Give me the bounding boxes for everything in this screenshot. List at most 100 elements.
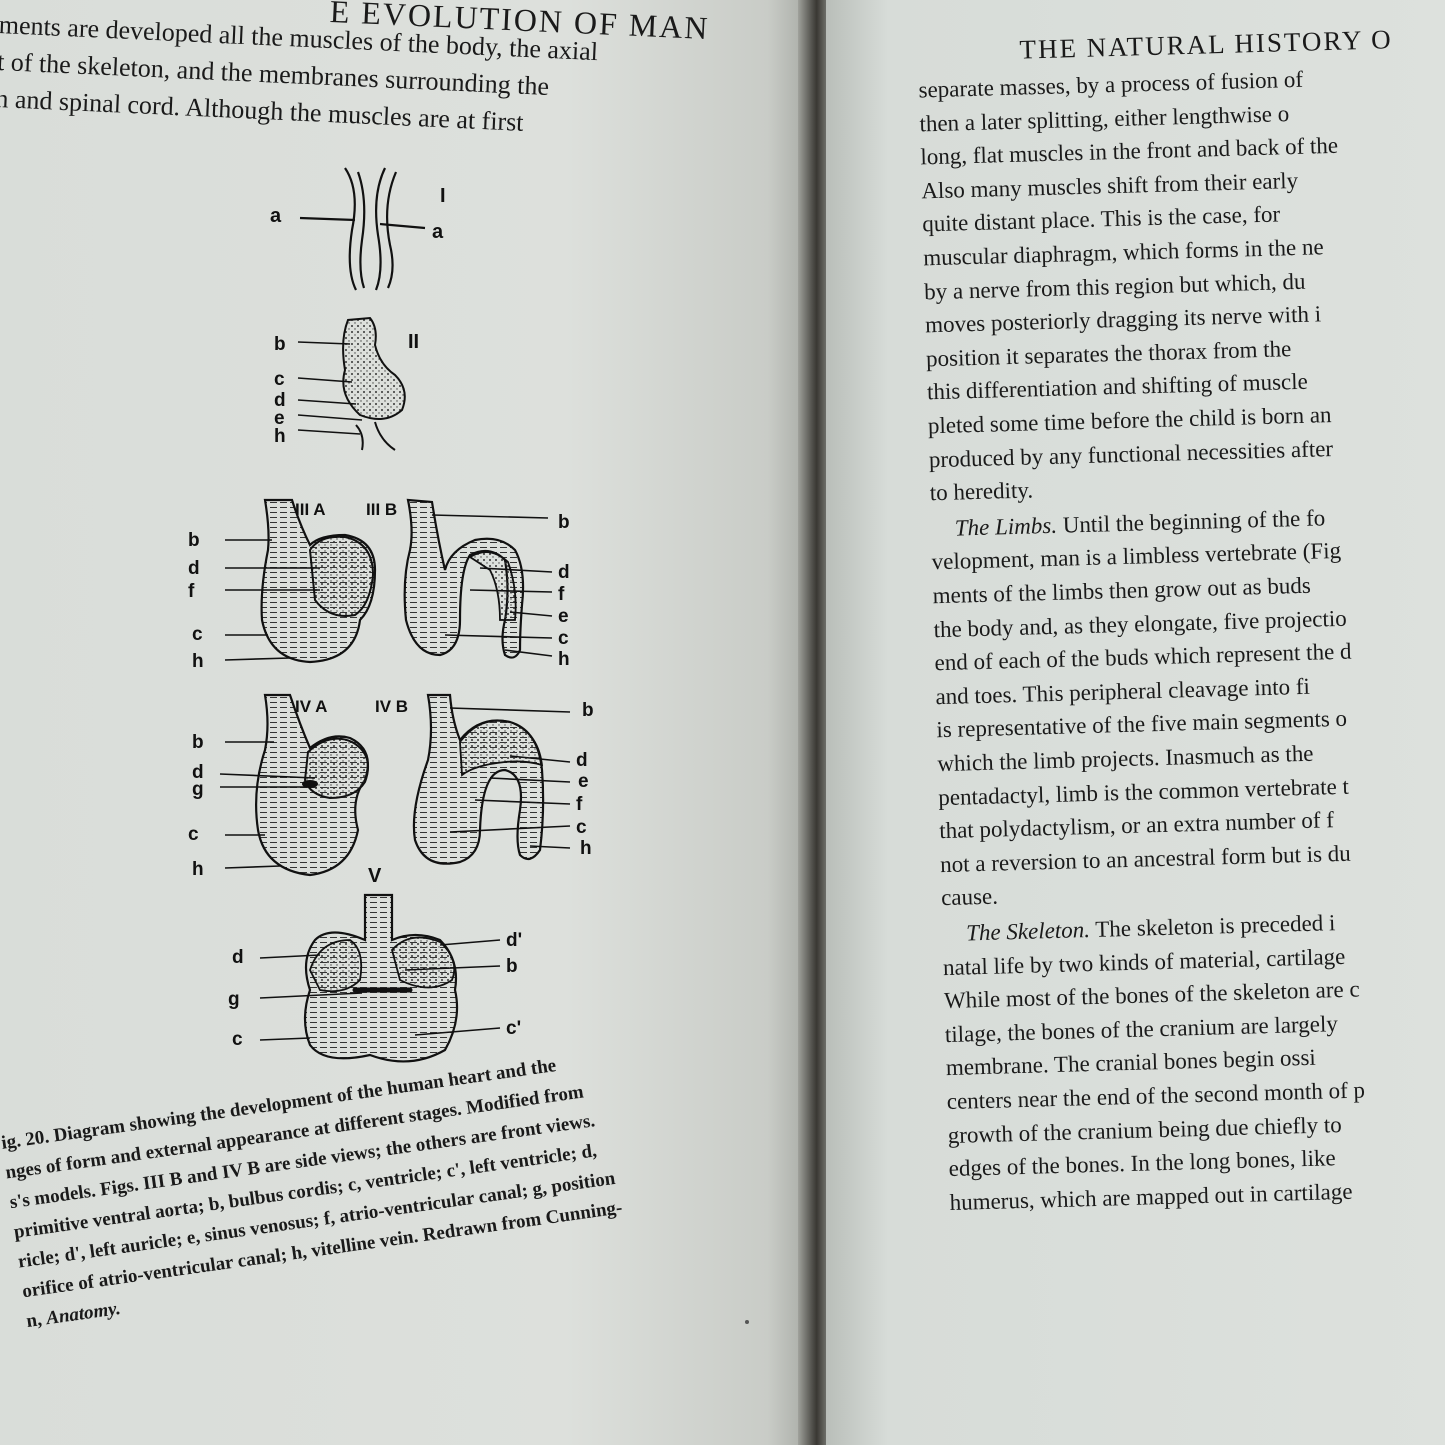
stage-label-iv-a: IV A [295,697,327,716]
line-text: not a reversion to an ancestral form but… [939,840,1352,877]
right-body-line-27: natal life by two kinds of material, car… [943,943,1346,980]
line-text: the body and, as they elongate, five pro… [933,605,1348,642]
line-text: long, flat muscles in the front and back… [920,132,1339,170]
line-text: quite distant place. This is the case, f… [921,201,1281,237]
label-a-left: a [270,205,282,227]
right-body-line-33: edges of the bones. In the long bones, l… [948,1145,1336,1182]
label-h-iva: h [192,859,204,880]
label-h-ii: h [274,426,286,447]
stage-ii-drawing [297,316,406,451]
label-e-ivb: e [578,771,589,792]
line-text: Also many muscles shift from their early [921,167,1299,204]
right-body-line-28: While most of the bones of the skeleton … [944,977,1360,1015]
label-f-iiib: f [558,584,565,605]
line-text: growth of the cranium being due chiefly … [947,1111,1343,1148]
page-mark [745,1320,749,1324]
label-h-ivb: h [580,838,592,859]
left-page: E EVOLUTION OF MAN ments are developed a… [0,0,808,1445]
right-body-line-30: membrane. The cranial bones begin ossi [946,1045,1317,1081]
label-c-prime-v: c' [506,1018,521,1039]
label-c-ivb: c [576,817,587,838]
stage-iv-b-drawing [412,693,571,865]
line-text: cause. [940,883,999,911]
line-text: which the limb projects. Inasmuch as the [937,740,1314,777]
label-h-iiib: h [558,649,570,670]
right-body-line-22: pentadactyl, limb is the common vertebra… [938,773,1349,810]
right-body-line-15: velopment, man is a limbless vertebrate … [931,538,1341,575]
right-body-line-13: to heredity. [929,478,1033,507]
right-running-header: THE NATURAL HISTORY O [1019,24,1393,65]
stage-label-v: V [368,865,382,887]
heart-development-figure: I a a II b c d e h [188,167,594,1063]
label-b-iiia: b [188,530,200,551]
right-body-line-20: is representative of the five main segme… [936,706,1347,743]
label-b-ivb: b [582,700,594,721]
label-d-iiib: d [558,562,570,583]
label-c-iiia: c [192,624,203,645]
right-body-line-29: tilage, the bones of the cranium are lar… [945,1011,1339,1048]
right-body-line-24: not a reversion to an ancestral form but… [940,840,1351,877]
section-heading-italic: The Limbs. [954,512,1058,541]
label-d-iva: d [192,762,204,783]
label-e-iiib: e [558,606,569,627]
line-text: muscular diaphragm, which forms in the n… [922,234,1324,271]
line-text: position it separates the thorax from th… [925,335,1292,372]
line-text: pentadactyl, limb is the common vertebra… [937,773,1350,810]
label-d-v: d [232,947,244,968]
label-d-iiia: d [188,558,200,579]
right-body-line-16: ments of the limbs then grow out as buds [932,573,1311,610]
stage-label-iv-b: IV B [375,697,408,716]
line-text: While most of the bones of the skeleton … [943,976,1360,1014]
caption-line-7: n, Anatomy. [25,1298,122,1333]
line-text: that polydactylism, or an extra number o… [938,807,1335,844]
label-c-iiib: c [558,628,569,649]
stage-iii-b-drawing [403,498,553,659]
label-f-ivb: f [576,794,583,815]
line-text: edges of the bones. In the long bones, l… [948,1145,1336,1182]
right-body-line-18: end of each of the buds which represent … [934,639,1352,677]
label-g-iva: g [192,779,204,800]
line-text: and toes. This peripheral cleavage into … [935,673,1311,710]
line-text: Until the beginning of the fo [1056,505,1326,538]
label-c-v: c [232,1029,243,1050]
stage-v-drawing [259,893,501,1063]
right-body-line-34: humerus, which are mapped out in cartila… [949,1179,1353,1216]
right-body-line-23: that polydactylism, or an extra number o… [939,807,1334,844]
line-text: is representative of the five main segme… [936,706,1348,743]
stage-iii-a-drawing [224,498,377,664]
line-text: humerus, which are mapped out in cartila… [949,1178,1353,1215]
line-text: moves posteriorly dragging its nerve wit… [924,301,1322,338]
line-text: membrane. The cranial bones begin ossi [945,1045,1317,1081]
right-body-line-10: this differentiation and shifting of mus… [927,369,1308,406]
line-text: natal life by two kinds of material, car… [942,943,1346,980]
label-b-iva: b [192,732,204,753]
label-f-iiia: f [188,581,195,602]
right-body-line-11: pleted some time before the child is bor… [928,402,1332,439]
line-text: by a nerve from this region but which, d… [923,268,1306,304]
right-body-line-3: long, flat muscles in the front and back… [920,133,1338,171]
stage-label-ii: II [408,331,419,353]
right-body-line-7: by a nerve from this region but which, d… [924,268,1306,305]
stage-label-iii-a: III A [295,500,326,519]
line-text: separate masses, by a process of fusion … [918,66,1304,103]
line-text: velopment, man is a limbless vertebrate … [931,538,1342,575]
label-d-prime-v: d' [506,930,522,951]
label-a-right: a [432,221,444,243]
right-body-line-1: separate masses, by a process of fusion … [918,67,1303,104]
right-body-line-31: centers near the end of the second month… [946,1077,1365,1115]
label-d-ivb: d [576,750,588,771]
right-body-line-5: quite distant place. This is the case, f… [922,202,1280,238]
stage-label-i: I [440,185,446,207]
label-e-ii: e [274,408,285,429]
right-body-line-21: which the limb projects. Inasmuch as the [937,741,1314,777]
label-b-ii: b [274,334,286,355]
right-body-line-2: then a later splitting, either lengthwis… [919,101,1289,137]
right-body-line-4: Also many muscles shift from their early [921,168,1298,205]
caption-anatomy-italic: Anatomy. [44,1298,122,1330]
right-body-line-12: produced by any functional necessities a… [929,436,1334,473]
label-b-v: b [506,956,518,977]
right-body-line-9: position it separates the thorax from th… [926,336,1292,372]
line-text: pleted some time before the child is bor… [927,402,1332,439]
label-h-iiia: h [192,651,204,672]
stage-label-iii-b: III B [366,500,397,519]
